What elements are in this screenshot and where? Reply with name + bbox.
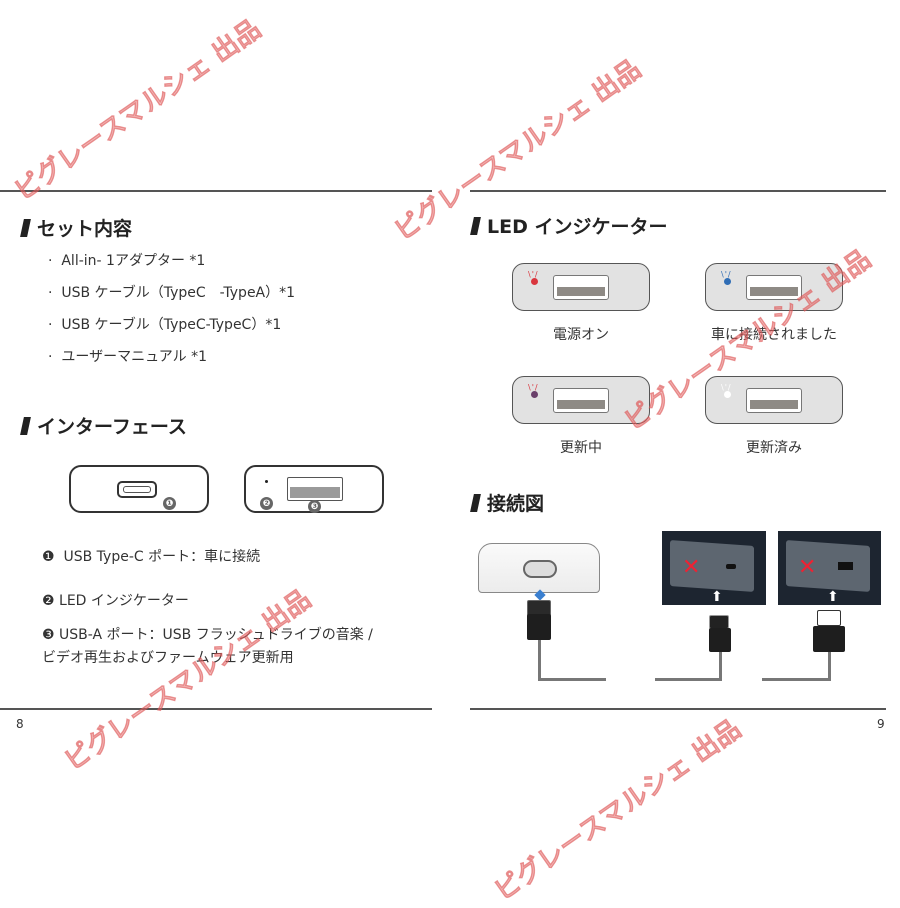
list-item: · All-in- 1アダプター *1 xyxy=(48,253,206,269)
watermark: ピグレースマルシェ 出品 xyxy=(489,714,747,907)
cable xyxy=(655,678,722,681)
usb-a-plug xyxy=(817,610,841,626)
type-c-side-diagram: ❶ xyxy=(69,465,209,513)
cable xyxy=(719,652,722,681)
bottom-rule xyxy=(0,708,432,710)
led-state-updated: \'/ xyxy=(705,376,843,424)
prohibited-x-icon: ✕ xyxy=(682,555,701,580)
usb-a-port-icon xyxy=(287,477,343,501)
set-contents-heading: セット内容 xyxy=(20,214,132,241)
led-label: 更新中 xyxy=(560,440,602,456)
led-icon xyxy=(724,278,731,285)
marker-1: ❶ xyxy=(163,497,176,510)
usb-a-side-diagram: ❷ ❸ xyxy=(244,465,384,513)
led-label: 電源オン xyxy=(553,327,609,343)
led-state-connected: \'/ xyxy=(705,263,843,311)
list-item: · USB ケーブル（TypeC -TypeA）*1 xyxy=(48,285,296,301)
page-number: 9 xyxy=(877,717,885,731)
page-number: 8 xyxy=(16,717,24,731)
marker-2: ❷ xyxy=(260,497,273,510)
bottom-rule xyxy=(470,708,886,710)
prohibited-x-icon: ✕ xyxy=(798,555,817,580)
led-heading: LED インジケーター xyxy=(470,212,667,239)
watermark: ピグレースマルシェ 出品 xyxy=(9,14,267,207)
led-icon xyxy=(531,278,538,285)
interface-item: ❸ USB-A ポート：USB フラッシュドライブの音楽 /ビデオ再生およびファ… xyxy=(42,627,373,666)
cable xyxy=(828,652,831,681)
interface-item: ❷ LED インジケーター xyxy=(42,593,189,609)
cable xyxy=(538,678,606,681)
led-label: 車に接続されました xyxy=(711,327,837,343)
interface-heading: インターフェース xyxy=(20,412,187,439)
usb-c-plug xyxy=(709,615,729,629)
top-rule xyxy=(0,190,432,192)
led-dot-icon xyxy=(265,480,268,483)
connection-heading: 接続図 xyxy=(470,489,544,516)
list-item: · USB ケーブル（TypeC-TypeC）*1 xyxy=(48,317,282,333)
list-item: · ユーザーマニュアル *1 xyxy=(48,349,208,365)
led-state-power-on: \'/ xyxy=(512,263,650,311)
cable xyxy=(538,640,541,680)
cable xyxy=(762,678,831,681)
led-state-updating: \'/ xyxy=(512,376,650,424)
usb-a-port-icon xyxy=(838,562,853,570)
led-label: 更新済み xyxy=(746,440,802,456)
plug-body xyxy=(813,626,845,652)
up-arrow-icon: ⬆ xyxy=(827,589,839,605)
plug-body xyxy=(709,628,731,652)
usb-c-port-icon xyxy=(726,564,736,569)
up-arrow-icon: ⬆ xyxy=(711,589,723,605)
car-usb-a-port-photo: ✕ ⬆ xyxy=(778,531,881,605)
car-usb-c-port-photo: ✕ ⬆ xyxy=(662,531,766,605)
marker-3: ❸ xyxy=(308,500,321,513)
interface-item: ❶ USB Type-C ポート：車に接続 xyxy=(42,549,261,565)
led-icon xyxy=(724,391,731,398)
usb-c-port-icon xyxy=(117,481,157,498)
plug-body xyxy=(527,614,551,640)
top-rule xyxy=(470,190,886,192)
adapter-illustration xyxy=(478,543,600,593)
led-icon xyxy=(531,391,538,398)
